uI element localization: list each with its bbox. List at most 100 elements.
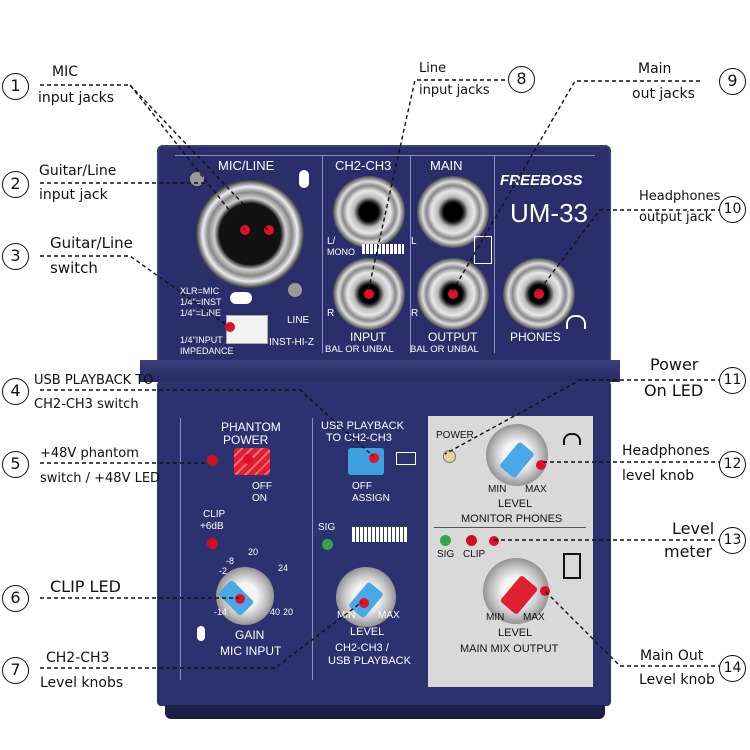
screw-icon	[190, 172, 204, 186]
callout-6-line1: CLIP LED	[50, 577, 121, 596]
meter-sig-led	[440, 535, 451, 546]
leader-14	[543, 589, 722, 667]
phantom-label: PHANTOM	[221, 420, 281, 434]
ch23-min-label: MIN	[337, 610, 356, 621]
leader-10	[537, 209, 722, 293]
ch23-usb-label: CH2-CH3 /	[335, 642, 389, 654]
callout-8-line2: input jacks	[419, 83, 490, 98]
output-sub-label: BAL OR UNBAL	[410, 344, 479, 355]
callout-7-line1: CH2-CH3	[46, 650, 110, 666]
output-label: OUTPUT	[428, 330, 478, 344]
headphones-icon	[566, 315, 586, 329]
gain-tick-24: 24	[278, 563, 289, 573]
input-sub-label: BAL OR UNBAL	[325, 344, 394, 355]
callout-dot	[536, 460, 546, 470]
power-label: POWER	[436, 430, 474, 441]
xlr-mic-label: XLR=MIC	[180, 286, 220, 296]
phones-min-label: MIN	[488, 484, 507, 495]
sig-led	[322, 539, 333, 550]
guitar-icon	[230, 292, 252, 304]
phantom-led	[207, 455, 218, 466]
leader-8	[367, 79, 505, 293]
callout-number-4: 4	[2, 378, 29, 405]
callout-number-12: 12	[719, 451, 746, 478]
ch23-label: CH2-CH3	[335, 158, 392, 173]
line-input-label: 1/4"=LINE	[180, 308, 221, 318]
leader-9	[451, 80, 700, 293]
gain-tick-n8: -8	[226, 556, 235, 566]
callout-dot	[264, 225, 274, 235]
callout-number-9: 9	[719, 68, 746, 95]
callout-3-line1: Guitar/Line	[50, 234, 133, 252]
speaker-icon-2	[563, 553, 581, 579]
callout-9-line1: Main	[638, 61, 672, 77]
callout-number-2: 2	[2, 171, 29, 198]
section-divider	[494, 155, 495, 353]
gain-tick-20: 20	[248, 547, 259, 557]
callout-4-line1: USB PLAYBACK TO	[34, 373, 154, 388]
callout-dot	[540, 586, 550, 596]
callout-8-line1: Line	[419, 61, 447, 76]
section-divider	[180, 418, 181, 680]
gain-tick-40: 40	[270, 607, 281, 617]
callout-1-line2: input jacks	[38, 90, 115, 106]
callout-5-line2: switch / +48V LED	[40, 471, 161, 486]
line-input-jack-l[interactable]	[333, 176, 405, 248]
leader-1	[40, 84, 246, 231]
monitor-phones-label: MONITOR PHONES	[461, 513, 563, 525]
usb-off-label: OFF	[352, 481, 372, 492]
callout-14-line2: Level knob	[639, 672, 715, 688]
phantom-off-label: OFF	[252, 481, 272, 492]
callout-dot	[534, 289, 544, 299]
callout-2-line1: Guitar/Line	[39, 163, 117, 179]
speaker-icon	[474, 236, 492, 264]
callout-1-line1: MIC	[52, 64, 78, 80]
r-label: R	[327, 308, 335, 319]
usb-playback-bottom-label: USB PLAYBACK	[328, 655, 411, 667]
l-mono-label: L/	[327, 236, 336, 247]
inst-label: 1/4"=INST	[180, 297, 222, 307]
main-max-label: MAX	[523, 612, 545, 623]
callout-dot	[235, 594, 245, 604]
usb-playback-label: USB PLAYBACK	[321, 420, 404, 432]
plus6-label: +6dB	[200, 521, 224, 532]
callout-10-line1: Headphones	[639, 189, 721, 204]
main-min-label: MIN	[486, 612, 505, 623]
clip-label: CLIP	[203, 509, 226, 520]
callout-dot	[359, 598, 369, 608]
gain-tick-n14: -14	[214, 607, 228, 617]
meter-sig-label: SIG	[437, 549, 455, 560]
impedance-label: 1/4"INPUT	[180, 335, 223, 345]
leader-11	[444, 379, 722, 455]
callout-dot	[489, 536, 499, 546]
callout-number-8: 8	[508, 66, 535, 93]
microphone-icon	[299, 170, 309, 188]
callout-11-line2: On LED	[644, 381, 704, 400]
r-label-main: R	[411, 308, 419, 319]
leader-4	[40, 389, 374, 457]
callout-number-1: 1	[2, 73, 29, 100]
input-label: INPUT	[350, 330, 386, 344]
callout-number-14: 14	[719, 655, 746, 682]
callout-12-line2: level knob	[622, 468, 695, 484]
callout-14-line1: Main Out	[640, 648, 704, 664]
usb-playback-button[interactable]	[348, 448, 384, 475]
headphones-icon-2	[563, 433, 581, 445]
callout-dot	[225, 322, 235, 332]
keyboard-icon	[362, 244, 404, 254]
main-level-label: LEVEL	[498, 627, 533, 639]
leader-1b	[129, 84, 269, 231]
callout-dot	[364, 289, 374, 299]
microphone-icon-2	[197, 626, 205, 641]
inst-hiz-label: INST-HI-Z	[269, 337, 314, 348]
main-label: MAIN	[430, 158, 463, 173]
callout-2-line2: input jack	[39, 187, 108, 203]
callout-number-13: 13	[719, 527, 746, 554]
phantom-on-label: ON	[252, 493, 267, 504]
mic-combo-jack[interactable]	[196, 180, 304, 288]
gain-tick-20b: 20	[283, 607, 294, 617]
callout-7-line2: Level knobs	[40, 675, 124, 691]
section-divider	[322, 155, 323, 353]
monitor-divider	[434, 527, 586, 528]
